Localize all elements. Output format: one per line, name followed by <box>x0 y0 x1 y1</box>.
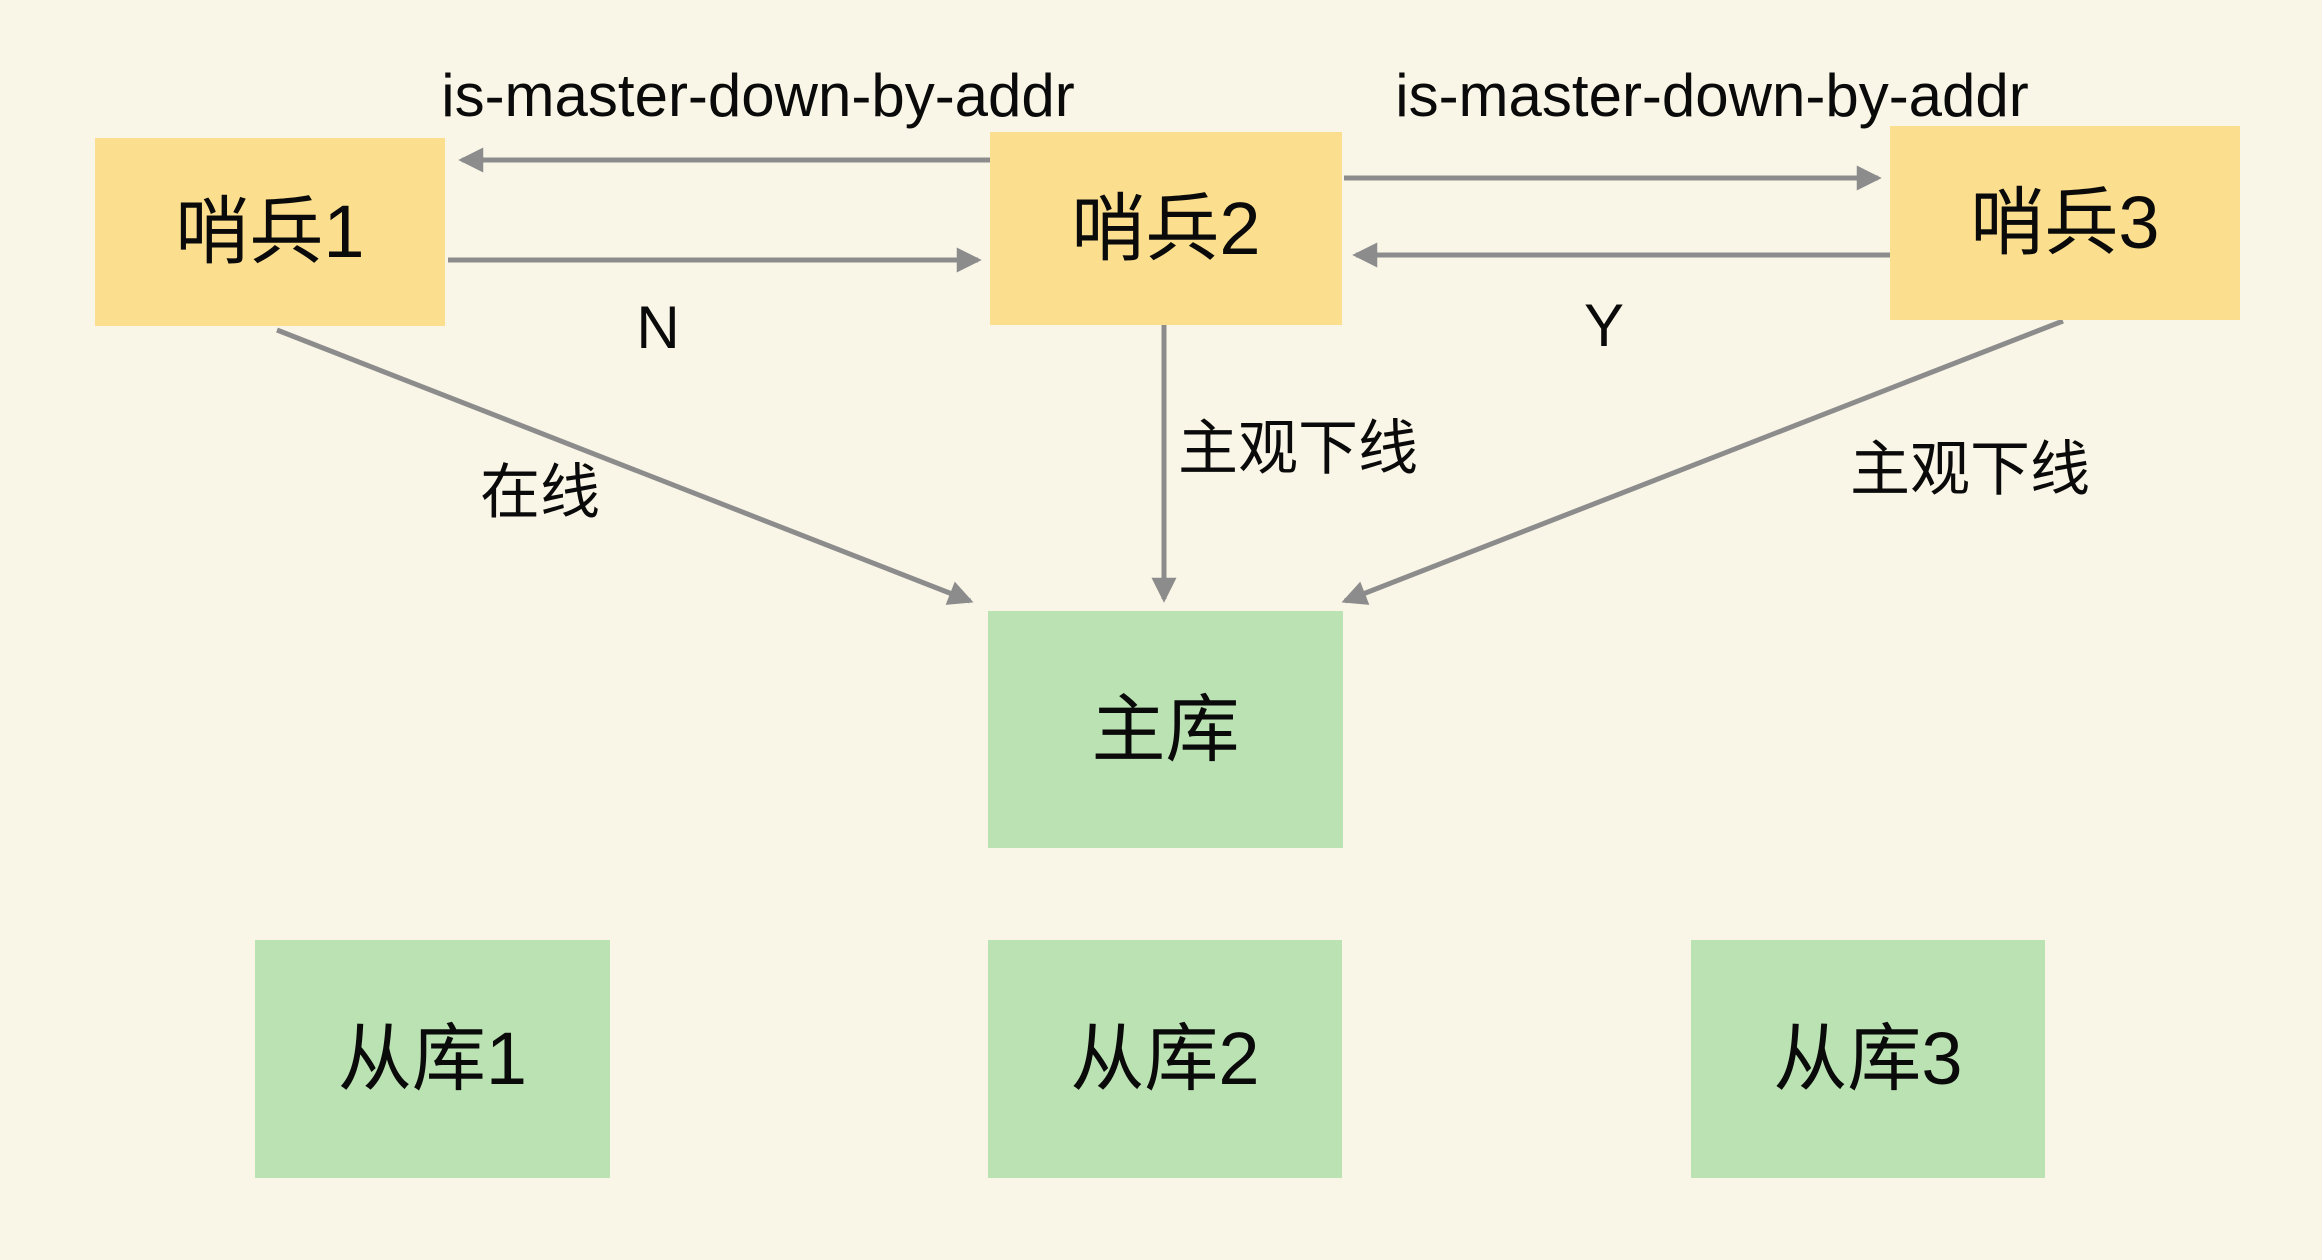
edge-label-reply-n: N <box>636 294 680 361</box>
node-slave3-label: 从库3 <box>1773 1017 1963 1100</box>
node-sentinel3: 哨兵3 <box>1890 126 2240 320</box>
edge-label-is-master-down-by-addr-right: is-master-down-by-addr <box>1395 62 2029 129</box>
edge-label-online: 在线 <box>480 459 600 526</box>
edge-label-subjective-down-right: 主观下线 <box>1850 436 2090 503</box>
edge-sentinel3-to-master <box>1341 318 2064 605</box>
node-sentinel2: 哨兵2 <box>990 132 1342 325</box>
node-sentinel2-label: 哨兵2 <box>1071 186 1261 270</box>
node-slave1-label: 从库1 <box>337 1017 528 1100</box>
node-master: 主库 <box>988 611 1343 848</box>
edge-sentinel1-to-master <box>276 327 974 605</box>
node-slave2-label: 从库2 <box>1070 1017 1260 1100</box>
edge-label-is-master-down-by-addr-left: is-master-down-by-addr <box>441 62 1075 129</box>
node-slave1: 从库1 <box>255 940 610 1178</box>
node-sentinel1: 哨兵1 <box>95 138 445 326</box>
node-slave2: 从库2 <box>988 940 1342 1178</box>
node-sentinel3-label: 哨兵3 <box>1970 181 2160 264</box>
edge-label-subjective-down-left: 主观下线 <box>1178 415 1418 482</box>
node-master-label: 主库 <box>1091 687 1240 771</box>
node-sentinel1-label: 哨兵1 <box>175 190 365 273</box>
edge-label-reply-y: Y <box>1583 292 1625 359</box>
node-slave3: 从库3 <box>1691 940 2045 1178</box>
